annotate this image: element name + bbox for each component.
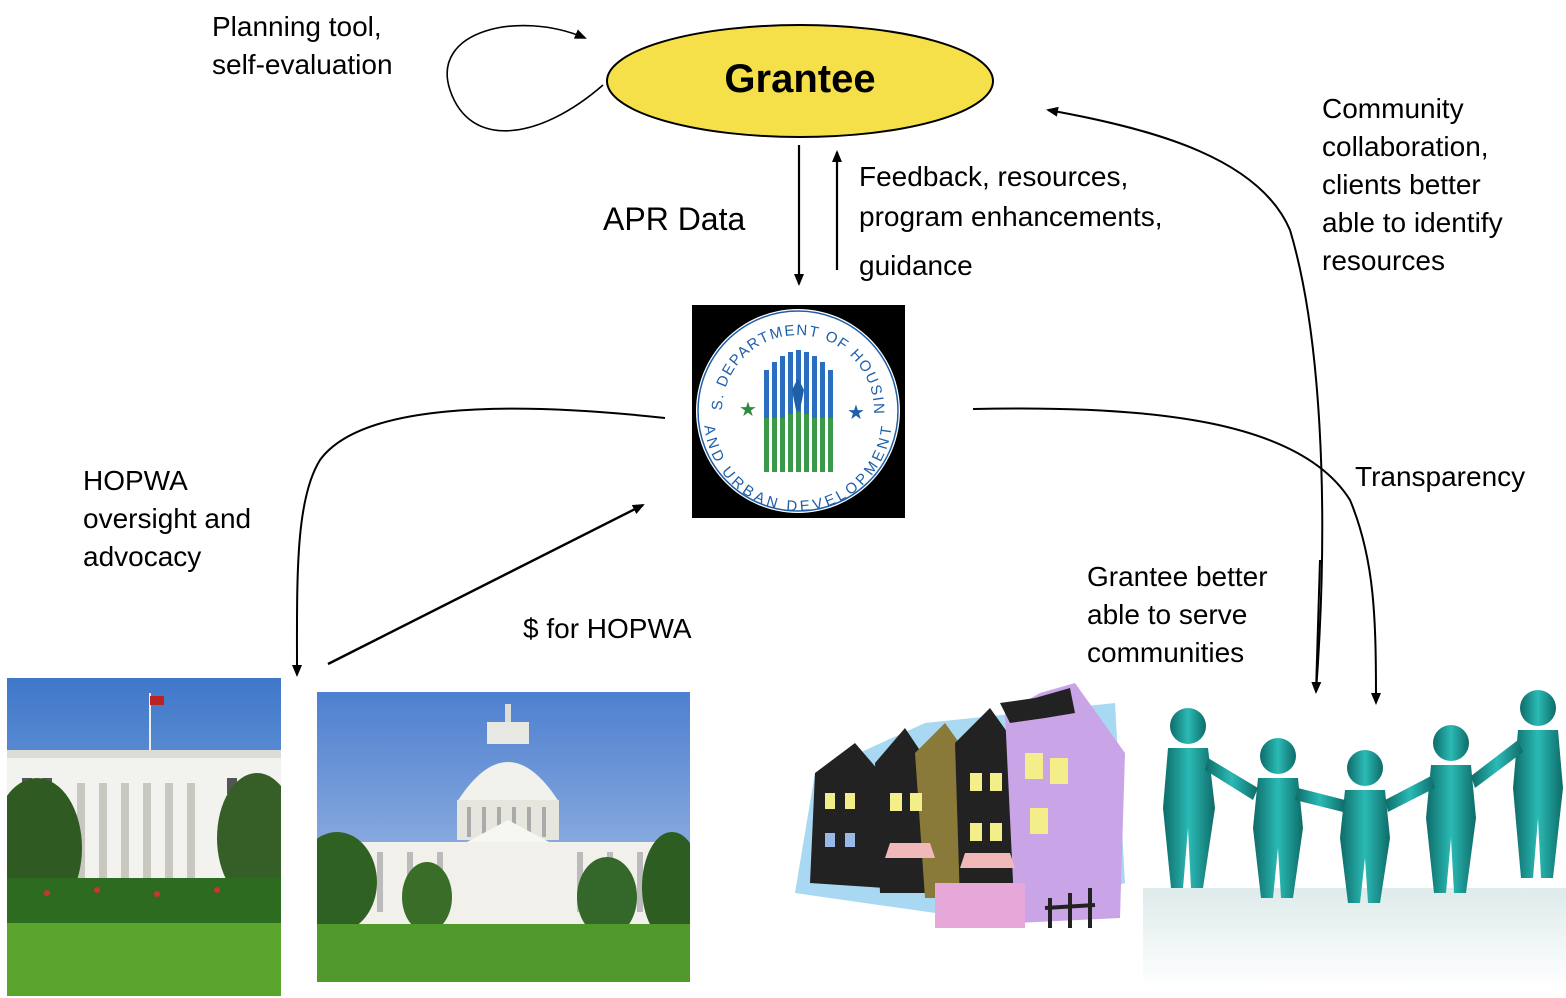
- houses-clipart: [795, 683, 1128, 933]
- community-arrow: [1046, 106, 1324, 693]
- oversight-arrow: [291, 407, 666, 677]
- self-loop-arrow: [446, 24, 604, 132]
- grantee-label: Grantee: [724, 57, 875, 101]
- funding-arrow: [327, 503, 645, 666]
- transparency-label: Transparency: [1355, 461, 1526, 492]
- people-chain-clipart: [1143, 688, 1566, 988]
- white-house-image: [7, 678, 281, 996]
- seal-building: [764, 350, 833, 472]
- seal-star-left: ★: [739, 399, 757, 421]
- hud-seal: U.S. DEPARTMENT OF HOUSING AND URBAN DEV…: [692, 305, 905, 518]
- feedback-label: Feedback, resources,program enhancements…: [859, 161, 1163, 281]
- funding-label: $ for HOPWA: [523, 613, 692, 644]
- capitol-image: [317, 692, 690, 982]
- apr-data-label: APR Data: [603, 201, 746, 237]
- self-evaluation-label: Planning tool,self-evaluation: [212, 11, 393, 80]
- transparency-arrow: [972, 407, 1381, 705]
- grantee-ellipse: [606, 24, 994, 138]
- grantee-node: Grantee: [606, 24, 994, 138]
- seal-star-right: ★: [847, 402, 865, 424]
